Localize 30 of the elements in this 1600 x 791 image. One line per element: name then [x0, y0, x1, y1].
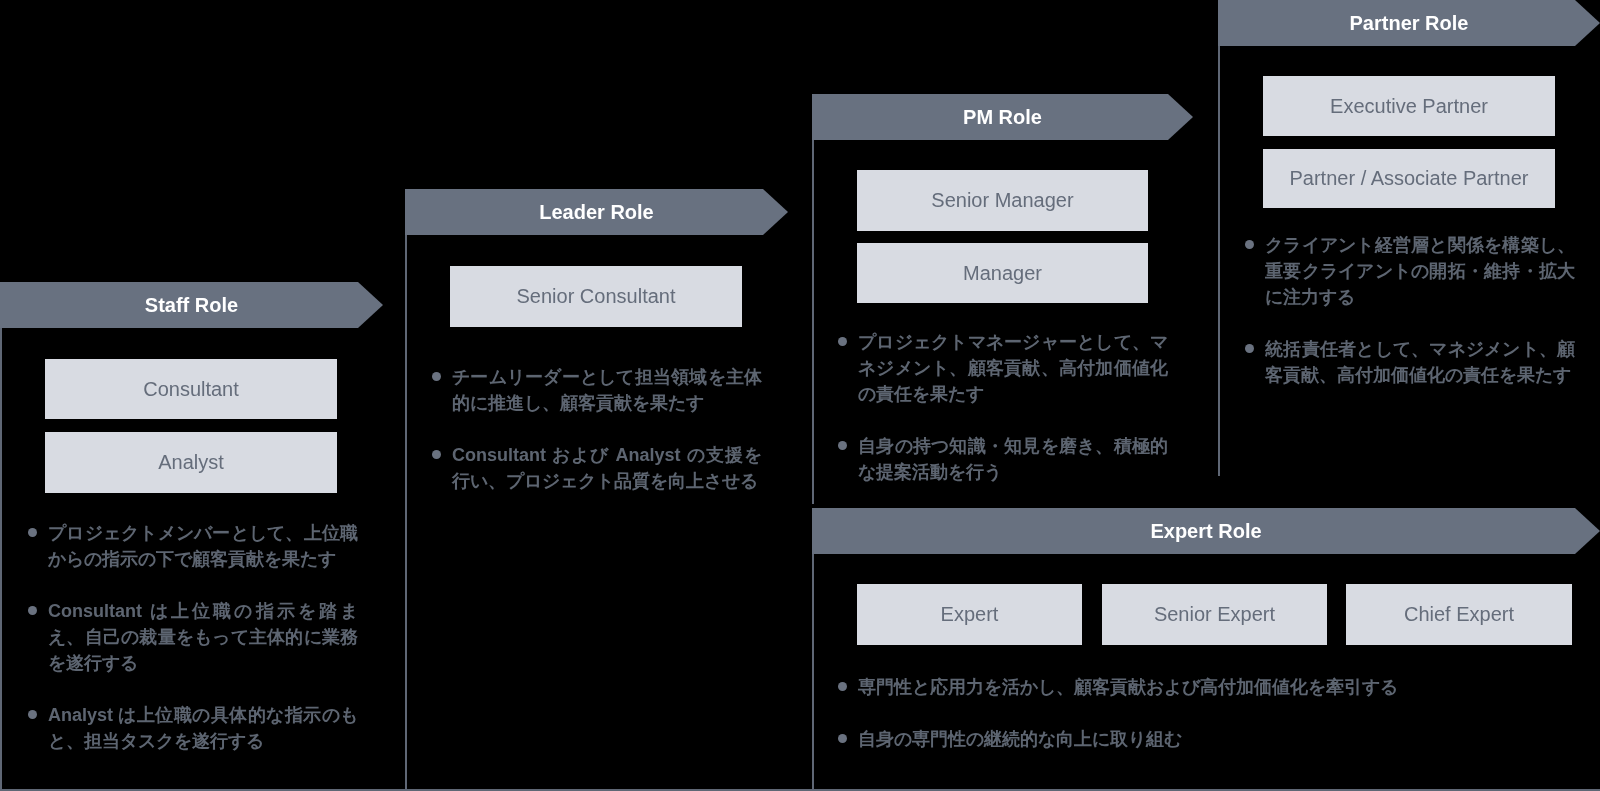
chevron-heading: Expert Role — [812, 508, 1600, 554]
bullet-text: 専門性と応用力を活かし、顧客貢献および高付加価値化を牽引する — [858, 676, 1399, 699]
bullet-text: 自身の専門性の継続的な向上に取り組む — [858, 728, 1183, 751]
chevron-heading: Partner Role — [1218, 0, 1600, 46]
job-title-box: Expert — [857, 584, 1082, 645]
role-panel — [405, 189, 812, 791]
job-title-box: Chief Expert — [1346, 584, 1572, 645]
role-panel — [0, 282, 405, 791]
bullet-text: Consultant および Analyst の支援を行い、プロジェクト品質を向上させる — [452, 444, 762, 493]
job-title-box: Partner / Associate Partner — [1263, 149, 1555, 208]
bullet-text: プロジェクトマネージャーとして、マネジメント、顧客貢献、高付加価値化の責任を果たす — [858, 331, 1168, 406]
bullet-text: Analyst は上位職の具体的な指示のもと、担当タスクを遂行する — [48, 704, 358, 753]
chevron-heading: Staff Role — [0, 282, 383, 328]
role-panel — [812, 508, 1600, 791]
bullet-text: Consultant は上位職の指示を踏まえ、自己の裁量をもって主体的に業務を遂行する — [48, 600, 358, 675]
job-title-box: Executive Partner — [1263, 76, 1555, 136]
job-title-box: Manager — [857, 243, 1148, 303]
bullet-text: クライアント経営層と関係を構築し、重要クライアントの開拓・維持・拡大に注力する — [1265, 234, 1575, 309]
chevron-heading: PM Role — [812, 94, 1193, 140]
bullet-text: プロジェクトメンバーとして、上位職からの指示の下で顧客貢献を果たす — [48, 522, 358, 571]
bullet-text: チームリーダーとして担当領域を主体的に推進し、顧客貢献を果たす — [452, 366, 762, 415]
chevron-heading: Leader Role — [405, 189, 788, 235]
bullet-text: 統括責任者として、マネジメント、顧客貢献、高付加価値化の責任を果たす — [1265, 338, 1575, 387]
job-title-box: Senior Manager — [857, 170, 1148, 231]
job-title-box: Analyst — [45, 432, 337, 493]
bullet-text: 自身の持つ知識・知見を磨き、積極的な提案活動を行う — [858, 435, 1168, 484]
job-title-box: Consultant — [45, 359, 337, 419]
job-title-box: Senior Expert — [1102, 584, 1327, 645]
job-title-box: Senior Consultant — [450, 266, 742, 327]
role-panel — [1218, 0, 1600, 476]
